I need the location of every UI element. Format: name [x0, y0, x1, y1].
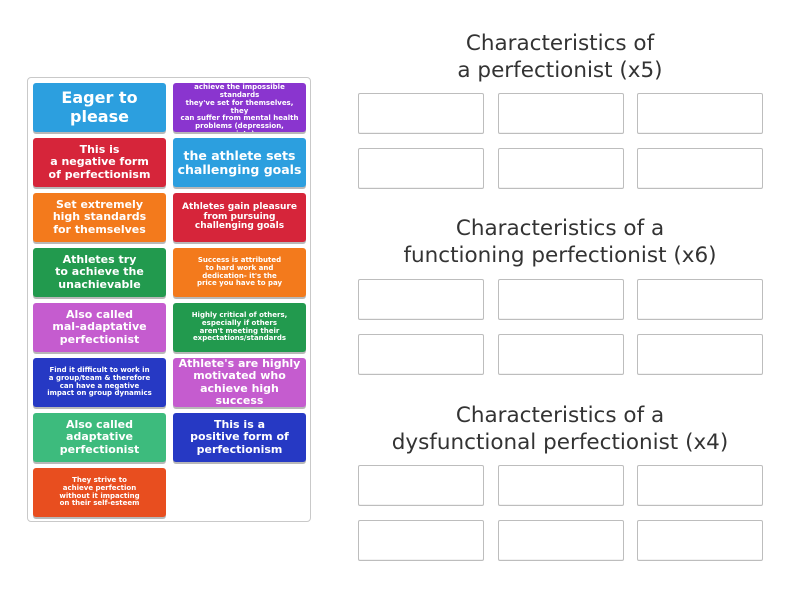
tile-challenging-goals[interactable]: the athlete sets challenging goals: [173, 138, 306, 187]
tile-group-team-difficulty[interactable]: Find it difficult to work in a group/tea…: [33, 358, 166, 407]
drop-slot[interactable]: [358, 520, 484, 561]
drop-slot[interactable]: [358, 279, 484, 320]
drop-slot[interactable]: [637, 520, 763, 561]
group-title-dysfunctional-perfectionist: Characteristics of a dysfunctional perfe…: [391, 403, 729, 455]
drop-slot[interactable]: [498, 334, 624, 375]
drop-slot[interactable]: [358, 465, 484, 506]
tile-strive-for-perfection[interactable]: They strive to achieve perfection withou…: [33, 468, 166, 517]
tile-adaptative[interactable]: Also called adaptative perfectionist: [33, 413, 166, 462]
tile-mal-adaptative[interactable]: Also called mal-adaptative perfectionist: [33, 303, 166, 352]
tile-highly-motivated[interactable]: Athlete's are highly motivated who achie…: [173, 358, 306, 407]
drop-slot[interactable]: [637, 334, 763, 375]
tile-success-attributed[interactable]: Success is attributed to hard work and d…: [173, 248, 306, 297]
drop-slot[interactable]: [358, 334, 484, 375]
drop-slot[interactable]: [358, 148, 484, 189]
drop-slot[interactable]: [498, 279, 624, 320]
tile-achieve-unachievable[interactable]: Athletes try to achieve the unachievable: [33, 248, 166, 297]
tile-gain-pleasure[interactable]: Athletes gain pleasure from pursuing cha…: [173, 193, 306, 242]
tile-highly-critical[interactable]: Highly critical of others, especially if…: [173, 303, 306, 352]
tile-eager-to-please[interactable]: Eager to please: [33, 83, 166, 132]
drop-slot[interactable]: [498, 465, 624, 506]
tile-extremely-high-standards[interactable]: Set extremely high standards for themsel…: [33, 193, 166, 242]
drop-slot[interactable]: [498, 148, 624, 189]
drop-slot[interactable]: [637, 148, 763, 189]
drop-slot[interactable]: [498, 520, 624, 561]
drop-slot[interactable]: [498, 93, 624, 134]
group-title-functioning-perfectionist: Characteristics of a functioning perfect…: [403, 216, 717, 268]
tile-positive-form[interactable]: This is a positive form of perfectionism: [173, 413, 306, 462]
drop-slot[interactable]: [637, 279, 763, 320]
drop-slot[interactable]: [637, 465, 763, 506]
tile-negative-form[interactable]: This is a negative form of perfectionism: [33, 138, 166, 187]
drop-slot[interactable]: [358, 93, 484, 134]
drop-slot[interactable]: [637, 93, 763, 134]
group-title-perfectionist: Characteristics of a perfectionist (x5): [457, 31, 663, 83]
